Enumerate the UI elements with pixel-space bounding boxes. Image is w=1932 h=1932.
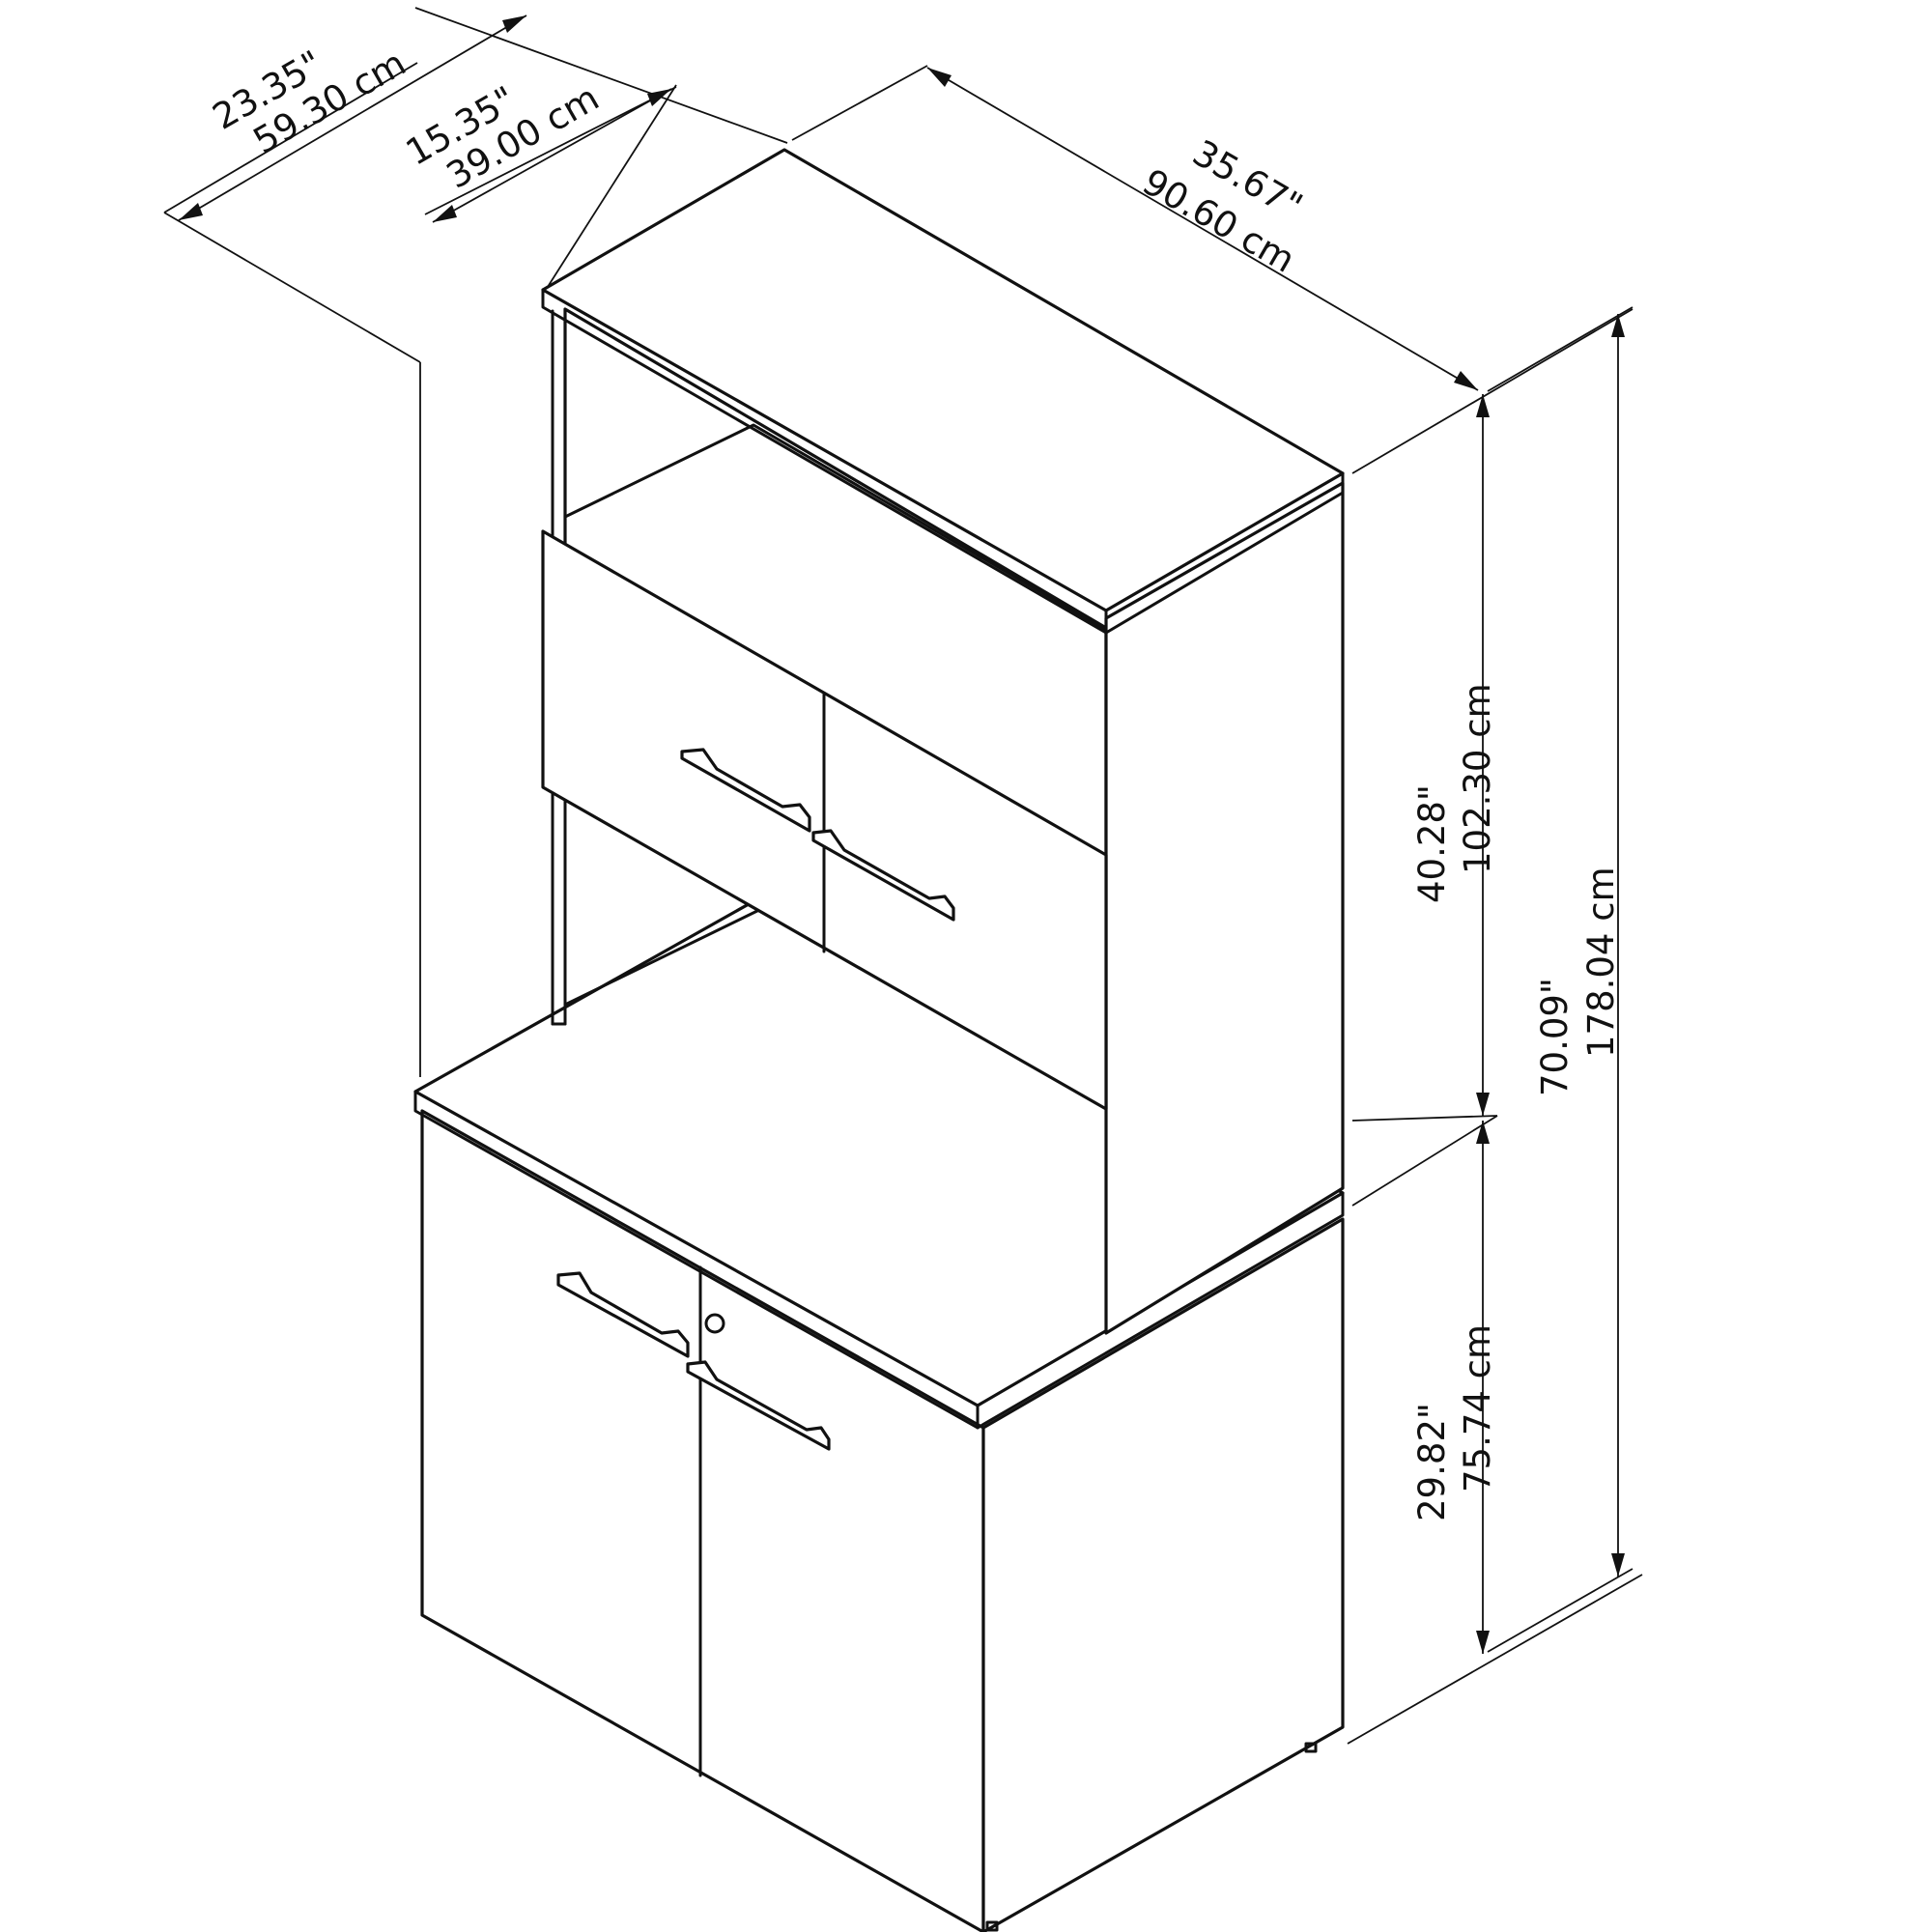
height-base-cm-label: 75.74 cm	[1457, 1324, 1498, 1492]
height-hutch-cm-label: 102.30 cm	[1457, 683, 1498, 874]
hutch-left-handle	[680, 748, 811, 833]
base-cabinet	[413, 872, 1345, 1932]
height-total-cm-label: 178.04 cm	[1580, 867, 1622, 1058]
height-base-inches-label: 29.82"	[1411, 1403, 1453, 1521]
hutch	[541, 148, 1345, 1335]
base-side	[981, 1217, 1345, 1932]
base-left-handle	[556, 1271, 690, 1358]
base-right-handle	[686, 1360, 831, 1451]
foot	[1304, 1742, 1318, 1753]
base-front	[420, 1109, 985, 1932]
height-total-inches-label: 70.09"	[1534, 978, 1576, 1096]
height-hutch-inches-label: 40.28"	[1411, 784, 1453, 903]
lock-icon	[704, 1313, 725, 1334]
dimension-lines	[163, 7, 1643, 1745]
foot	[985, 1920, 999, 1932]
hutch-right-handle	[811, 829, 955, 922]
